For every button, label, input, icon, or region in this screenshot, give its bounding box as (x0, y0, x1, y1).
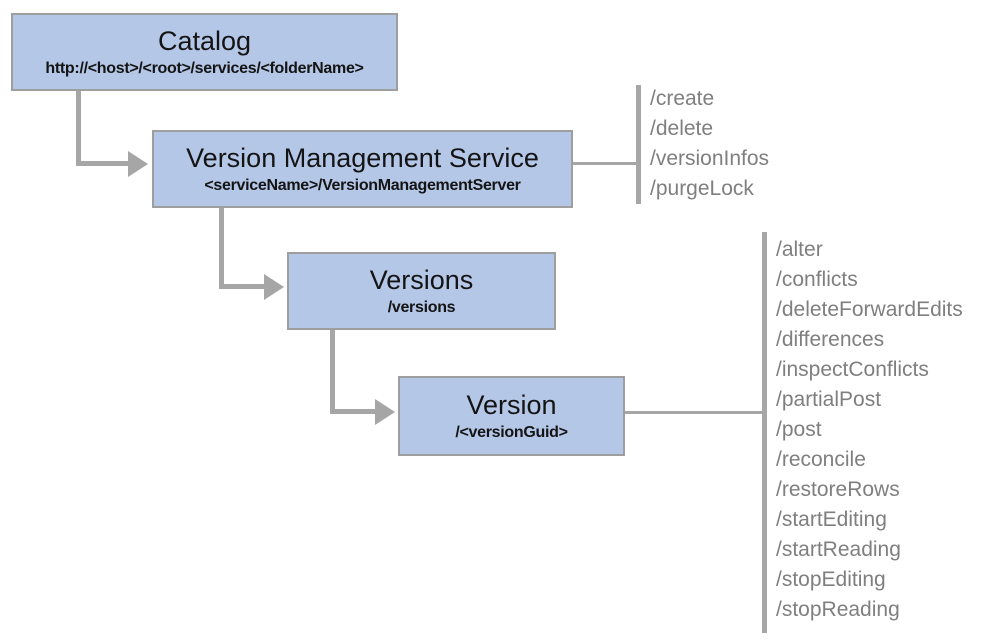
operation-item: /post (776, 418, 822, 441)
operation-item: /stopEditing (776, 568, 886, 591)
node-catalog-subtitle: http://<host>/<root>/services/<folderNam… (45, 59, 364, 77)
operation-item: /startReading (776, 538, 901, 561)
node-versions-subtitle: /versions (387, 298, 456, 316)
operation-item: /conflicts (776, 268, 858, 291)
connector-vms-to-operations-line (573, 162, 637, 165)
operation-item: /delete (650, 117, 714, 140)
operation-item: /restoreRows (776, 478, 900, 501)
connector-vms-to-versions-horizontal (219, 284, 264, 289)
node-version-subtitle: /<versionGuid> (455, 423, 568, 441)
connector-catalog-to-vms-vertical (76, 91, 81, 166)
node-version-management-service: Version Management Service <serviceName>… (152, 130, 573, 208)
connector-versions-to-version-horizontal (330, 409, 375, 414)
version-operations-list: /alter /conflicts /deleteForwardEdits /d… (776, 235, 963, 625)
operation-item: /purgeLock (650, 177, 754, 200)
operation-item: /deleteForwardEdits (776, 298, 963, 321)
arrowhead-into-vms-icon (128, 151, 148, 177)
operation-item: /create (650, 87, 715, 110)
connector-vms-to-versions-vertical (219, 208, 224, 288)
operation-item: /stopReading (776, 598, 900, 621)
node-vms-subtitle: <serviceName>/VersionManagementServer (204, 176, 521, 194)
node-vms-title: Version Management Service (186, 142, 539, 173)
connector-version-to-operations-line (625, 411, 763, 414)
operation-item: /differences (776, 328, 885, 351)
vms-operations-list: /create /delete /versionInfos /purgeLock (650, 84, 769, 204)
arrowhead-into-versions-icon (264, 274, 284, 300)
operation-item: /versionInfos (650, 147, 770, 170)
node-versions-title: Versions (369, 264, 474, 295)
operation-item: /inspectConflicts (776, 358, 929, 381)
operation-item: /alter (776, 238, 823, 261)
connector-catalog-to-vms-horizontal (76, 161, 128, 166)
node-catalog: Catalog http://<host>/<root>/services/<f… (11, 13, 398, 91)
operation-item: /startEditing (776, 508, 887, 531)
node-version: Version /<versionGuid> (398, 376, 625, 456)
connector-versions-to-version-vertical (330, 330, 335, 413)
operation-item: /reconcile (776, 448, 866, 471)
node-catalog-title: Catalog (157, 25, 252, 56)
operation-item: /partialPost (776, 388, 882, 411)
arrowhead-into-version-icon (375, 399, 395, 425)
node-version-title: Version (466, 389, 557, 420)
vms-operations-bar (636, 85, 641, 204)
version-operations-bar (762, 232, 767, 633)
node-versions: Versions /versions (287, 252, 556, 330)
